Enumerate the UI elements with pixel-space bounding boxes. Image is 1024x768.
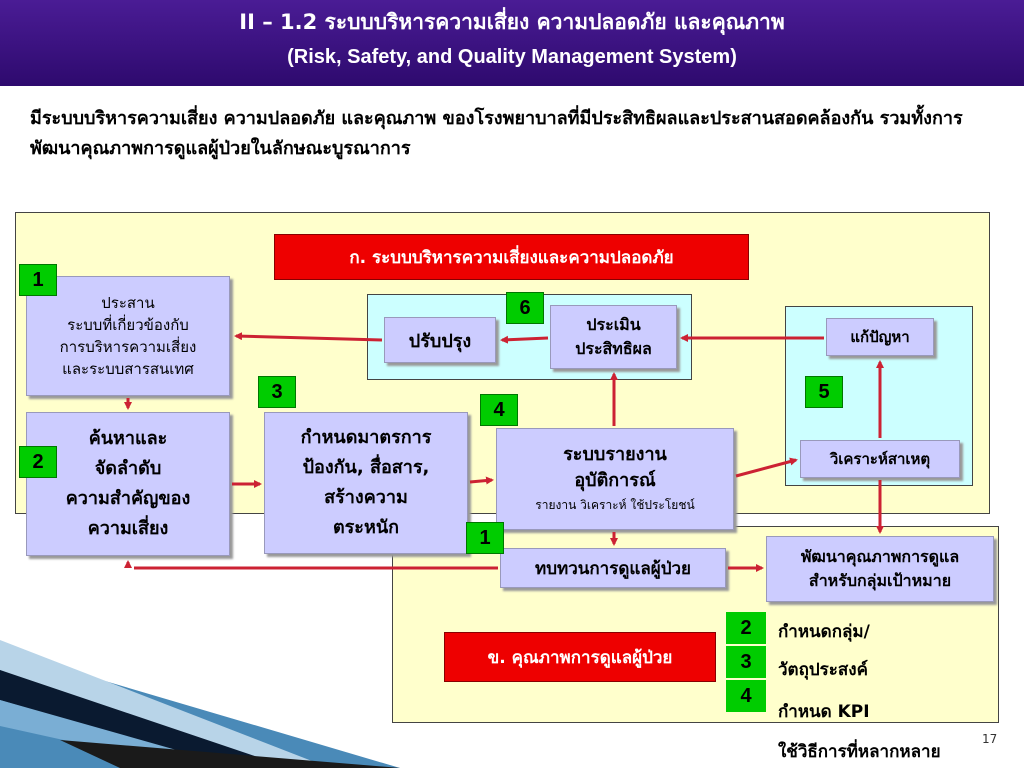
badge-step-2: 2 bbox=[19, 446, 57, 478]
section-a-label: ก. ระบบบริหารความเสี่ยงและความปลอดภัย bbox=[274, 234, 749, 280]
box-preventive-measures: กำหนดมาตรการ ป้องกัน, สื่อสาร, สร้างความ… bbox=[264, 412, 468, 554]
section-b-label: ข. คุณภาพการดูแลผู้ป่วย bbox=[444, 632, 716, 682]
slide-header: II – 1.2 ระบบบริหารความเสี่ยง ความปลอดภั… bbox=[0, 0, 1024, 86]
step-badge-4: 4 bbox=[726, 680, 766, 712]
box-line: ความสำคัญของ bbox=[65, 488, 191, 509]
incident-subtitle: รายงาน วิเคราะห์ ใช้ประโยชน์ bbox=[535, 498, 695, 512]
slide-title-english: (Risk, Safety, and Quality Management Sy… bbox=[287, 46, 737, 68]
box-patient-care-review: ทบทวนการดูแลผู้ป่วย bbox=[500, 548, 726, 588]
box-line: ตระหนัก bbox=[332, 517, 400, 538]
badge-review-1: 1 bbox=[466, 522, 504, 554]
badge-step-6: 6 bbox=[506, 292, 544, 324]
box-line: และระบบสารสนเทศ bbox=[62, 360, 194, 378]
step-badge-3: 3 bbox=[726, 646, 766, 678]
badge-step-4: 4 bbox=[480, 394, 518, 426]
box-identify-prioritize: ค้นหาและ จัดลำดับ ความสำคัญของ ความเสี่ย… bbox=[26, 412, 230, 556]
box-incident-reporting: ระบบรายงาน อุบัติการณ์ รายงาน วิเคราะห์ … bbox=[496, 428, 734, 530]
box-improve: ปรับปรุง bbox=[384, 317, 496, 363]
decorative-stripes bbox=[0, 630, 400, 768]
box-line: อุบัติการณ์ bbox=[574, 470, 656, 491]
box-line: ประเมิน bbox=[586, 315, 641, 334]
box-line: สำหรับกลุ่มเป้าหมาย bbox=[808, 571, 952, 590]
box-line: สร้างความ bbox=[324, 487, 408, 508]
box-line: ค้นหาและ bbox=[88, 428, 168, 449]
step-label-3: วัตถุประสงค์ bbox=[778, 660, 868, 680]
step-badge-2: 2 bbox=[726, 612, 766, 644]
box-coordinate-systems: ประสาน ระบบที่เกี่ยวข้องกับ การบริหารควา… bbox=[26, 276, 230, 396]
badge-step-1: 1 bbox=[19, 264, 57, 296]
box-line: จัดลำดับ bbox=[94, 458, 162, 479]
box-line: การบริหารความเสี่ยง bbox=[59, 338, 197, 356]
step-label-2: กำหนดกลุ่ม/ bbox=[778, 622, 870, 642]
box-line: ประสิทธิผล bbox=[575, 339, 652, 358]
box-line: พัฒนาคุณภาพการดูแล bbox=[800, 547, 960, 566]
badge-step-3: 3 bbox=[258, 376, 296, 408]
page-number: 17 bbox=[982, 732, 998, 746]
box-line: แก้ปัญหา bbox=[850, 328, 910, 346]
intro-text: มีระบบบริหารความเสี่ยง ความปลอดภัย และคุ… bbox=[30, 108, 963, 159]
box-line: วิเคราะห์สาเหตุ bbox=[829, 450, 931, 468]
box-quality-development: พัฒนาคุณภาพการดูแล สำหรับกลุ่มเป้าหมาย bbox=[766, 536, 994, 602]
box-line: ระบบรายงาน bbox=[563, 444, 667, 465]
step-label-4: กำหนด KPI bbox=[778, 702, 870, 722]
box-line: ความเสี่ยง bbox=[87, 518, 169, 539]
box-evaluate-effectiveness: ประเมิน ประสิทธิผล bbox=[550, 305, 677, 369]
step-label-methods: ใช้วิธีการที่หลากหลาย bbox=[778, 742, 941, 762]
badge-step-5: 5 bbox=[805, 376, 843, 408]
box-line: ระบบที่เกี่ยวข้องกับ bbox=[67, 316, 189, 334]
box-line: ประสาน bbox=[101, 294, 155, 312]
box-solve-problem: แก้ปัญหา bbox=[826, 318, 934, 356]
box-line: ปรับปรุง bbox=[408, 330, 472, 352]
box-root-cause-analysis: วิเคราะห์สาเหตุ bbox=[800, 440, 960, 478]
box-line: ป้องกัน, สื่อสาร, bbox=[302, 457, 430, 478]
slide-title-thai: II – 1.2 ระบบบริหารความเสี่ยง ความปลอดภั… bbox=[239, 10, 785, 34]
box-line: ทบทวนการดูแลผู้ป่วย bbox=[534, 558, 691, 579]
box-line: กำหนดมาตรการ bbox=[300, 427, 432, 448]
